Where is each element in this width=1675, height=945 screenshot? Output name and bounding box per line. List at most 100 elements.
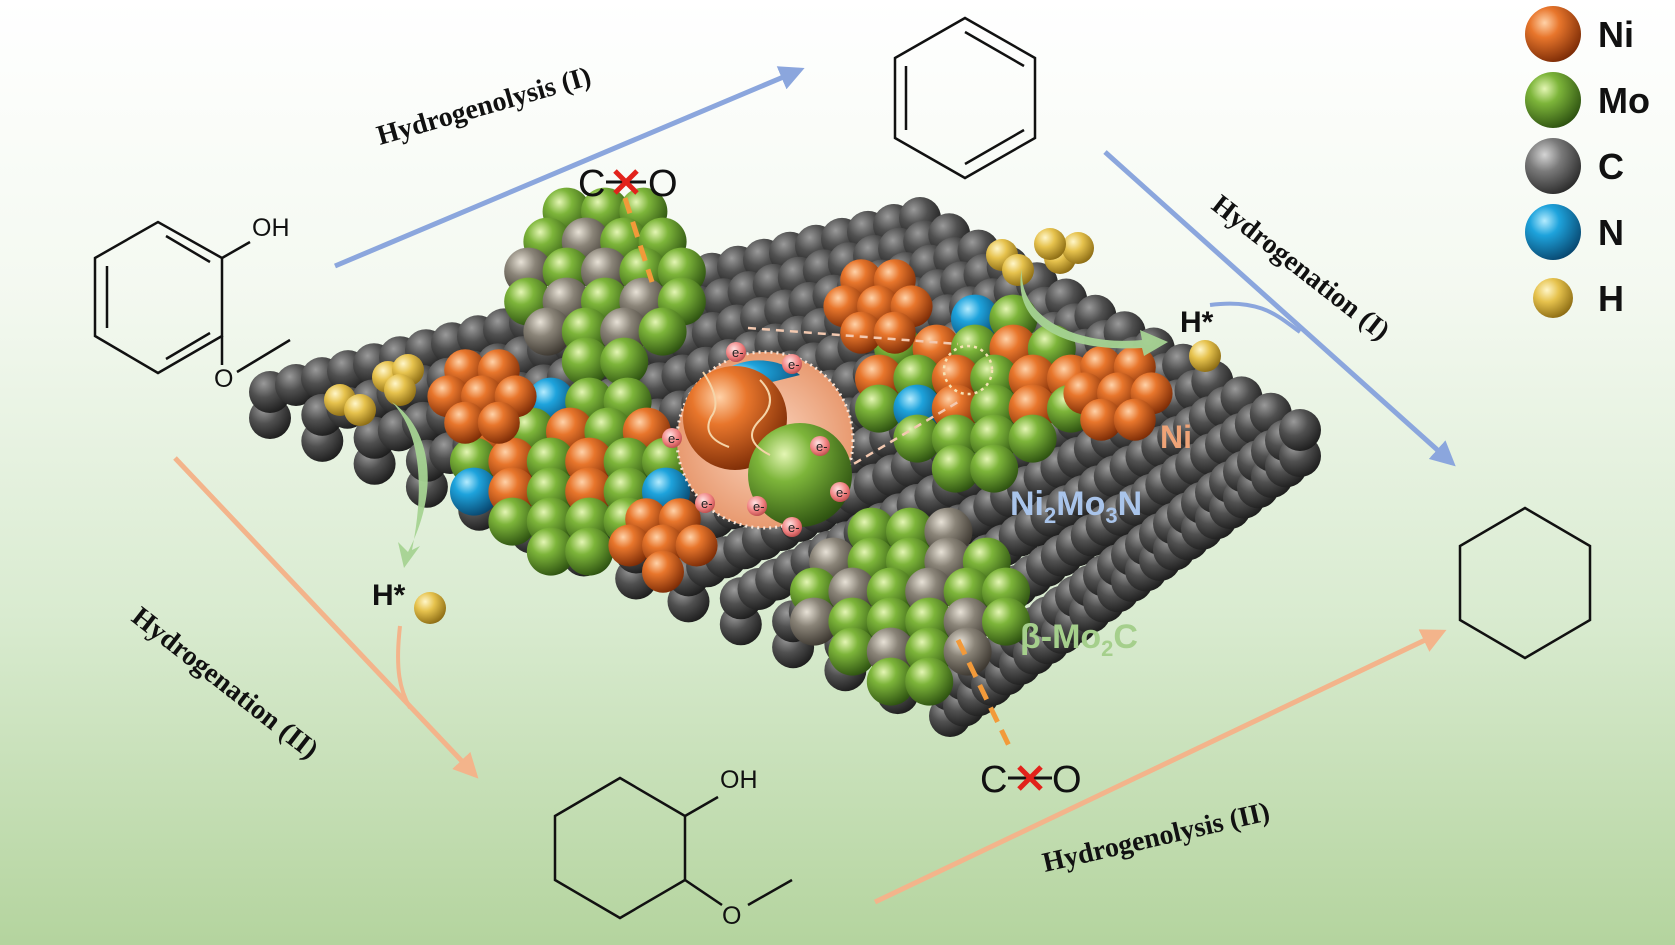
- h-star-label-left: H*: [372, 579, 406, 612]
- legend-item-n: N: [1525, 204, 1624, 260]
- cluster-atom: [840, 311, 883, 354]
- co-cleavage-top: C O: [578, 163, 678, 283]
- benzene-molecule: [893, 16, 1037, 180]
- legend-label: N: [1598, 212, 1624, 253]
- cluster-atom: [866, 657, 915, 706]
- ni-cluster-center: [608, 498, 718, 593]
- cluster-atom: [1008, 414, 1057, 463]
- hydrogenolysis-1-arrow: [334, 66, 805, 269]
- h-spillover-arrow-left: [392, 402, 428, 568]
- svg-text:C: C: [578, 163, 605, 205]
- hydrogenation-2-arrow: [173, 456, 479, 779]
- electron-sphere: [782, 517, 802, 537]
- electron-marker: e-: [830, 482, 850, 502]
- svg-text:O: O: [648, 163, 678, 205]
- cluster-atom: [608, 524, 651, 567]
- methoxycyclohexanol-o-label: O: [722, 902, 741, 930]
- mo2c-cluster-bottom: [790, 507, 1030, 706]
- cluster-atom: [893, 414, 942, 463]
- cluster-atom: [675, 524, 718, 567]
- electron-marker: e-: [726, 342, 746, 362]
- cluster-atom: [982, 597, 1030, 646]
- hydrogen-atom: [1002, 254, 1034, 286]
- cluster-atom: [450, 467, 498, 516]
- electron-marker: e-: [782, 354, 802, 374]
- legend-swatch: [1525, 6, 1581, 62]
- h-star-label-right: H*: [1180, 306, 1214, 339]
- ni2mo3n-phase-label: Ni2Mo3N: [1010, 485, 1142, 528]
- electron-label: e-: [788, 357, 800, 372]
- hydrogen-atom: [1062, 232, 1094, 264]
- cluster-atom: [790, 597, 838, 646]
- cluster-atom: [828, 627, 877, 676]
- legend-label: C: [1598, 146, 1624, 187]
- cluster-atom: [600, 337, 649, 386]
- cyclohexane-molecule: [1458, 506, 1592, 660]
- cluster-atom: [642, 550, 684, 593]
- h-spillover-arrow-right: [1020, 268, 1168, 356]
- cluster-atom: [565, 527, 614, 576]
- cluster-atom: [943, 627, 992, 676]
- legend-label: Ni: [1598, 14, 1634, 55]
- cluster-atom: [855, 384, 903, 433]
- hydrogenation-2-label: Hydrogenation (II): [126, 601, 324, 765]
- cluster-atom: [561, 337, 610, 386]
- legend-swatch: [1525, 138, 1581, 194]
- hydrogen-atom: [1189, 340, 1221, 372]
- methoxycyclohexanol-oh-label: OH: [720, 766, 758, 794]
- cluster-atom: [638, 307, 687, 356]
- electron-sphere: [782, 354, 802, 374]
- electron-label: e-: [732, 345, 744, 360]
- legend-item-c: C: [1525, 138, 1624, 194]
- legend-label: H: [1598, 278, 1624, 319]
- electron-sphere: [830, 482, 850, 502]
- svg-text:C: C: [980, 759, 1007, 801]
- electron-label: e-: [668, 431, 680, 446]
- hydrogen-atom: [414, 592, 446, 624]
- legend-swatch: [1525, 204, 1581, 260]
- electron-sphere: [747, 496, 767, 516]
- interface-zoom: e-e-e-e-e-e-e-e-: [662, 326, 994, 537]
- hydrogen-atom: [1034, 228, 1066, 260]
- mo2c-cluster-top: [504, 187, 706, 386]
- carbon-support-sphere: [1279, 409, 1321, 451]
- ni-phase-label: Ni: [1160, 419, 1192, 455]
- legend-item-h: H: [1533, 278, 1624, 319]
- cluster-atom: [488, 497, 537, 546]
- electron-marker: e-: [695, 493, 715, 513]
- electron-sphere: [695, 493, 715, 513]
- cluster-atom: [970, 444, 1019, 493]
- hydrogen-atom: [344, 394, 376, 426]
- methoxycyclohexanol-molecule: [553, 776, 793, 920]
- legend-item-ni: Ni: [1525, 6, 1634, 62]
- electron-label: e-: [816, 439, 828, 454]
- cluster-atom: [1080, 398, 1123, 441]
- guaiacol-oh-label: OH: [252, 214, 290, 242]
- hydrogenolysis-1-label: Hydrogenolysis (I): [373, 61, 594, 152]
- guaiacol-o-label: O: [214, 365, 233, 393]
- electron-sphere: [726, 342, 746, 362]
- legend-swatch: [1525, 72, 1581, 128]
- legend-swatch: [1533, 278, 1573, 318]
- electron-label: e-: [701, 496, 713, 511]
- ni-cluster-top: [823, 259, 933, 354]
- cluster-atom: [905, 657, 954, 706]
- electron-marker: e-: [747, 496, 767, 516]
- electron-marker: e-: [782, 517, 802, 537]
- cluster-atom: [526, 527, 575, 576]
- co-cleavage-bottom: C O: [955, 638, 1082, 801]
- electron-label: e-: [788, 520, 800, 535]
- ni-cluster-left: [427, 349, 537, 444]
- cluster-atom: [523, 307, 572, 356]
- ni-cluster-right: [1063, 346, 1173, 441]
- hydrogen-atoms: [324, 228, 1221, 624]
- hydrogen-atom: [384, 374, 416, 406]
- guaiacol-molecule: [93, 220, 291, 375]
- legend-label: Mo: [1598, 80, 1650, 121]
- metal-clusters: [427, 187, 1173, 706]
- svg-text:O: O: [1052, 759, 1082, 801]
- electron-marker: e-: [662, 428, 682, 448]
